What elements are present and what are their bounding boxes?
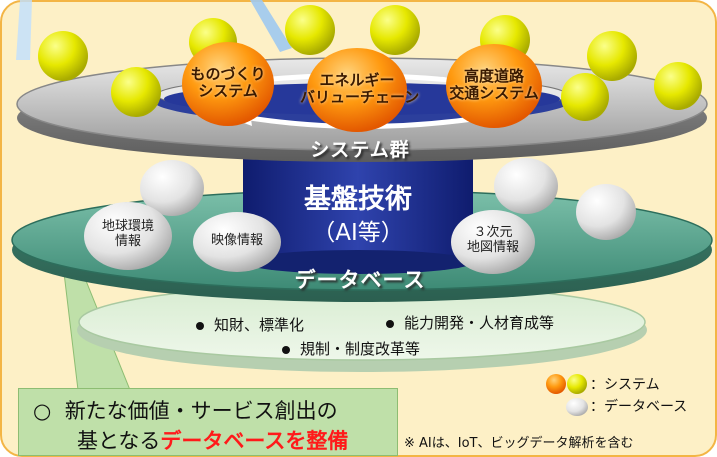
base-item-regulatory-reform: 規制・制度改革等	[282, 338, 420, 359]
base-item-skills-development: 能力開発・人材育成等	[386, 312, 554, 333]
system-sphere-yellow	[370, 5, 420, 55]
system-sphere-orange	[446, 44, 542, 128]
legend-swatch-grey	[566, 398, 588, 416]
footnote: ※ AIは、IoT、ビッグデータ解析を含む	[404, 436, 634, 451]
base-item-label: 規制・制度改革等	[300, 340, 421, 358]
bullet-icon	[196, 321, 204, 330]
system-node-label: エネルギー	[319, 71, 395, 89]
legend-label: ：システム	[590, 377, 660, 393]
system-node-label: システム	[198, 82, 258, 101]
base-item-label: 知財、標準化	[214, 316, 305, 334]
core-subtitle: （AI等）	[312, 220, 404, 246]
database-sphere	[140, 160, 204, 216]
database-sphere	[576, 184, 636, 240]
database-sphere	[84, 202, 172, 270]
data-node-video: 映像情報	[197, 233, 277, 249]
bullet-icon	[386, 319, 394, 328]
legend-label: ：データベース	[590, 399, 688, 415]
callout-line1: ○ 新たな価値・サービス創出の	[33, 395, 338, 425]
system-sphere-yellow	[285, 5, 335, 55]
system-node-label: 交通システム	[449, 84, 539, 103]
system-node-label: ものづくり	[190, 65, 266, 83]
legend-system: ：システム	[540, 374, 687, 396]
system-sphere-orange	[307, 48, 407, 132]
database-sphere	[451, 210, 535, 274]
callout-box: ○ 新たな価値・サービス創出の 基となるデータベースを整備	[18, 388, 398, 456]
database-sphere	[494, 158, 558, 214]
system-sphere-yellow	[654, 62, 702, 110]
legend-swatch-yellow	[567, 374, 587, 394]
data-node-label: 映像情報	[210, 233, 263, 248]
system-node-manufacturing: ものづくり システム	[188, 65, 268, 101]
system-node-its: 高度道路 交通システム	[448, 67, 540, 103]
bullet-icon	[282, 345, 290, 354]
data-node-label: 情報	[114, 233, 141, 249]
system-node-label: バリューチェーン	[300, 88, 420, 107]
data-node-earth-environment: 地球環境 情報	[88, 219, 168, 250]
data-node-label: 地図情報	[466, 239, 519, 255]
core-cylinder-bottom	[243, 250, 473, 274]
callout-marker: ○	[33, 399, 52, 423]
database-sphere	[193, 212, 281, 272]
legend-swatch-orange	[546, 374, 566, 394]
system-node-energy: エネルギー バリューチェーン	[300, 71, 420, 107]
legend: ：システム ：データベース	[540, 374, 687, 418]
data-node-3d-map: ３次元 地図情報	[453, 225, 533, 256]
system-ring-title: システム群	[310, 139, 410, 161]
data-node-label: ３次元	[473, 225, 513, 240]
system-sphere-yellow	[111, 67, 161, 117]
system-sphere-yellow	[38, 31, 88, 81]
system-sphere-yellow	[561, 73, 609, 121]
legend-database: ：データベース	[540, 396, 687, 418]
core-title: 基盤技術	[304, 184, 412, 215]
base-item-ip-standardization: 知財、標準化	[196, 314, 304, 335]
callout-text: 基となる	[77, 429, 161, 453]
system-sphere-yellow	[587, 31, 637, 81]
database-ring-title: データベース	[294, 268, 426, 292]
callout-line2: 基となるデータベースを整備	[77, 425, 348, 455]
top-center-beam	[250, 0, 292, 52]
data-node-label: 地球環境	[101, 219, 154, 234]
base-item-label: 能力開発・人材育成等	[404, 314, 555, 332]
system-node-label: 高度道路	[463, 67, 524, 85]
callout-highlight: データベースを整備	[160, 429, 349, 453]
top-left-beam	[16, 0, 32, 60]
system-sphere-orange	[182, 42, 274, 126]
callout-text: 新たな価値・サービス創出の	[64, 399, 338, 423]
